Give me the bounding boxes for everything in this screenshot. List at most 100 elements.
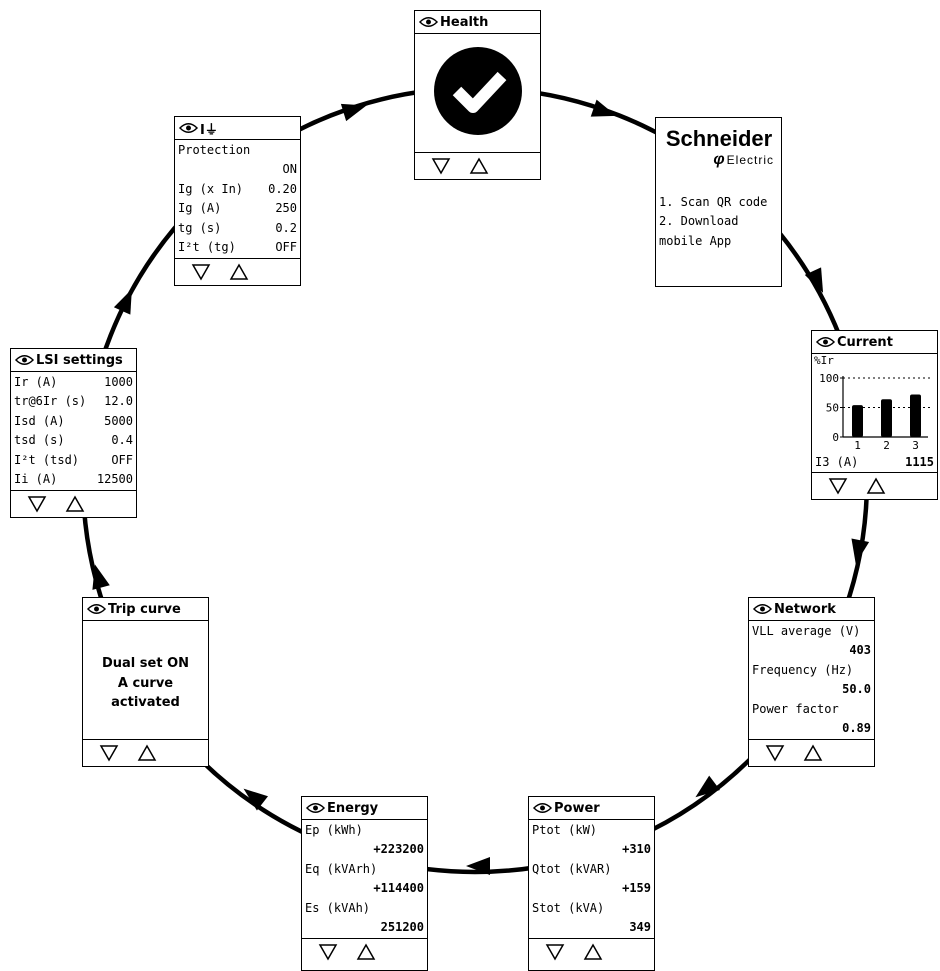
setting-label: I²t (tsd) xyxy=(14,452,80,467)
up-arrow-button[interactable] xyxy=(583,943,603,961)
trip-line: activated xyxy=(111,695,180,710)
item-value: +114400 xyxy=(373,881,424,896)
y-tick-label: 100 xyxy=(819,372,839,385)
item-label: Stot (kVA) xyxy=(532,900,605,915)
setting-value: 1000 xyxy=(104,375,133,389)
up-arrow-button[interactable] xyxy=(137,744,157,762)
screen-title: Trip curve xyxy=(108,601,181,617)
screen-health[interactable]: Health xyxy=(414,10,541,180)
down-arrow-button[interactable] xyxy=(27,495,47,513)
readout-value: 1115 xyxy=(905,455,934,469)
down-arrow-button[interactable] xyxy=(431,157,451,175)
network-body: VLL average (V) 403 Frequency (Hz) 50.0 … xyxy=(749,621,874,739)
screen-schneider[interactable]: Schneider φ Electric 1. Scan QR code 2. … xyxy=(655,117,782,287)
nav-bar xyxy=(415,152,540,179)
arrow-to-trip-curve xyxy=(243,788,268,811)
screen-trip-curve[interactable]: Trip curve Dual set ON A curve activated xyxy=(82,597,209,767)
setting-label: I²t (tg) xyxy=(178,240,236,255)
eye-icon xyxy=(87,604,106,614)
screen-title: LSI settings xyxy=(36,352,123,368)
up-arrow-button[interactable] xyxy=(65,495,85,513)
x-tick-label: 2 xyxy=(883,439,890,450)
setting-row: tr@6Ir (s) 12.0 xyxy=(14,392,133,411)
arrow-to-energy xyxy=(466,857,490,875)
trip-line: A curve xyxy=(117,675,174,691)
item-value: 0.89 xyxy=(842,721,871,736)
x-tick-label: 1 xyxy=(854,439,861,450)
bar xyxy=(881,399,892,437)
item-label: Es (kVAh) xyxy=(305,900,371,915)
setting-label: Ig (x In) xyxy=(178,181,244,196)
screen-header: Power xyxy=(529,797,654,820)
item-label: Eq (kVArh) xyxy=(305,861,378,876)
setting-row: Ii (A)12500 xyxy=(14,470,133,489)
protection-value: ON xyxy=(282,162,297,177)
setting-label: tr@6Ir (s) xyxy=(14,394,87,409)
nav-bar xyxy=(11,490,136,517)
screen-header: Current xyxy=(812,331,937,354)
up-arrow-button[interactable] xyxy=(229,263,249,281)
setting-row: I²t (tg) OFF xyxy=(178,238,297,257)
screen-power[interactable]: Power Ptot (kW) +310 Qtot (kVAR) +159 St… xyxy=(528,796,655,971)
y-tick-label: 0 xyxy=(832,431,839,444)
x-tick-label: 3 xyxy=(912,439,919,450)
down-arrow-button[interactable] xyxy=(828,477,848,495)
setting-row: Ig (x In)0.20 xyxy=(178,180,297,199)
setting-label: Isd (A) xyxy=(14,413,65,428)
up-arrow-button[interactable] xyxy=(866,477,886,495)
instruction-line: 1. Scan QR code xyxy=(659,195,768,209)
bar xyxy=(910,394,921,437)
brand-mark-icon: φ xyxy=(713,151,725,168)
up-arrow-button[interactable] xyxy=(469,157,489,175)
y-unit-label: %Ir xyxy=(814,354,834,367)
up-arrow-button[interactable] xyxy=(356,943,376,961)
eye-icon xyxy=(306,803,325,813)
lsi-body: Ir (A)1000 tr@6Ir (s)12.0 Isd (A)5000 ts… xyxy=(11,372,136,490)
down-arrow-button[interactable] xyxy=(318,943,338,961)
checkmark-icon xyxy=(434,47,522,135)
y-tick-label: 50 xyxy=(826,402,839,415)
arrow-to-power xyxy=(695,775,720,798)
brand-name: Schneider xyxy=(665,126,773,151)
down-arrow-button[interactable] xyxy=(99,744,119,762)
eye-icon xyxy=(533,803,552,813)
item-label: Frequency (Hz) xyxy=(752,662,854,677)
loop-arrows xyxy=(92,99,870,875)
current-bar-chart: %Ir 0 50 100 1 2 3 xyxy=(814,354,930,450)
screen-header: I⏚ xyxy=(175,117,300,140)
energy-body: Ep (kWh) +223200 Eq (kVArh) +114400 Es (… xyxy=(302,820,427,938)
protection-label: Protection xyxy=(178,143,251,157)
screen-title: Power xyxy=(554,800,600,816)
item-value: +310 xyxy=(622,842,651,857)
item-value: 403 xyxy=(849,643,871,658)
screen-ground-fault[interactable]: I⏚ Protection ON Ig (x In)0.20 Ig (A)250… xyxy=(174,116,301,286)
down-arrow-button[interactable] xyxy=(545,943,565,961)
trip-status: Dual set ON A curve activated xyxy=(83,654,208,713)
setting-row: Ir (A) 1000 xyxy=(14,373,133,392)
down-arrow-button[interactable] xyxy=(191,263,211,281)
eye-icon xyxy=(816,337,835,347)
item-value: 251200 xyxy=(380,920,424,935)
setting-label: Ir (A) xyxy=(14,375,58,389)
power-body: Ptot (kW) +310 Qtot (kVAR) +159 Stot (kV… xyxy=(529,820,654,938)
arrow-to-current xyxy=(804,267,824,293)
setting-label: tg (s) xyxy=(178,220,222,235)
item-value: 50.0 xyxy=(842,682,871,697)
down-arrow-button[interactable] xyxy=(765,744,785,762)
screen-network[interactable]: Network VLL average (V) 403 Frequency (H… xyxy=(748,597,875,767)
setting-value: OFF xyxy=(275,240,297,255)
screen-title: Network xyxy=(774,601,836,617)
screen-lsi-settings[interactable]: LSI settings Ir (A) 1000 tr@6Ir (s) 12.0 I… xyxy=(10,348,137,518)
arrow-to-network xyxy=(851,538,870,564)
screen-energy[interactable]: Energy Ep (kWh) +223200 Eq (kVArh) +1144… xyxy=(301,796,428,971)
brand-sub: φ Electric xyxy=(660,151,778,169)
instruction-line: 2. Download xyxy=(659,214,739,229)
up-arrow-button[interactable] xyxy=(803,744,823,762)
item-value: +223200 xyxy=(373,842,424,857)
trip-line: Dual set ON xyxy=(101,656,190,671)
screen-title: Current xyxy=(837,334,893,350)
setting-value: 12.0 xyxy=(104,394,133,409)
ground-body: Protection ON Ig (x In)0.20 Ig (A)250 tg… xyxy=(175,140,300,258)
nav-bar xyxy=(529,938,654,965)
